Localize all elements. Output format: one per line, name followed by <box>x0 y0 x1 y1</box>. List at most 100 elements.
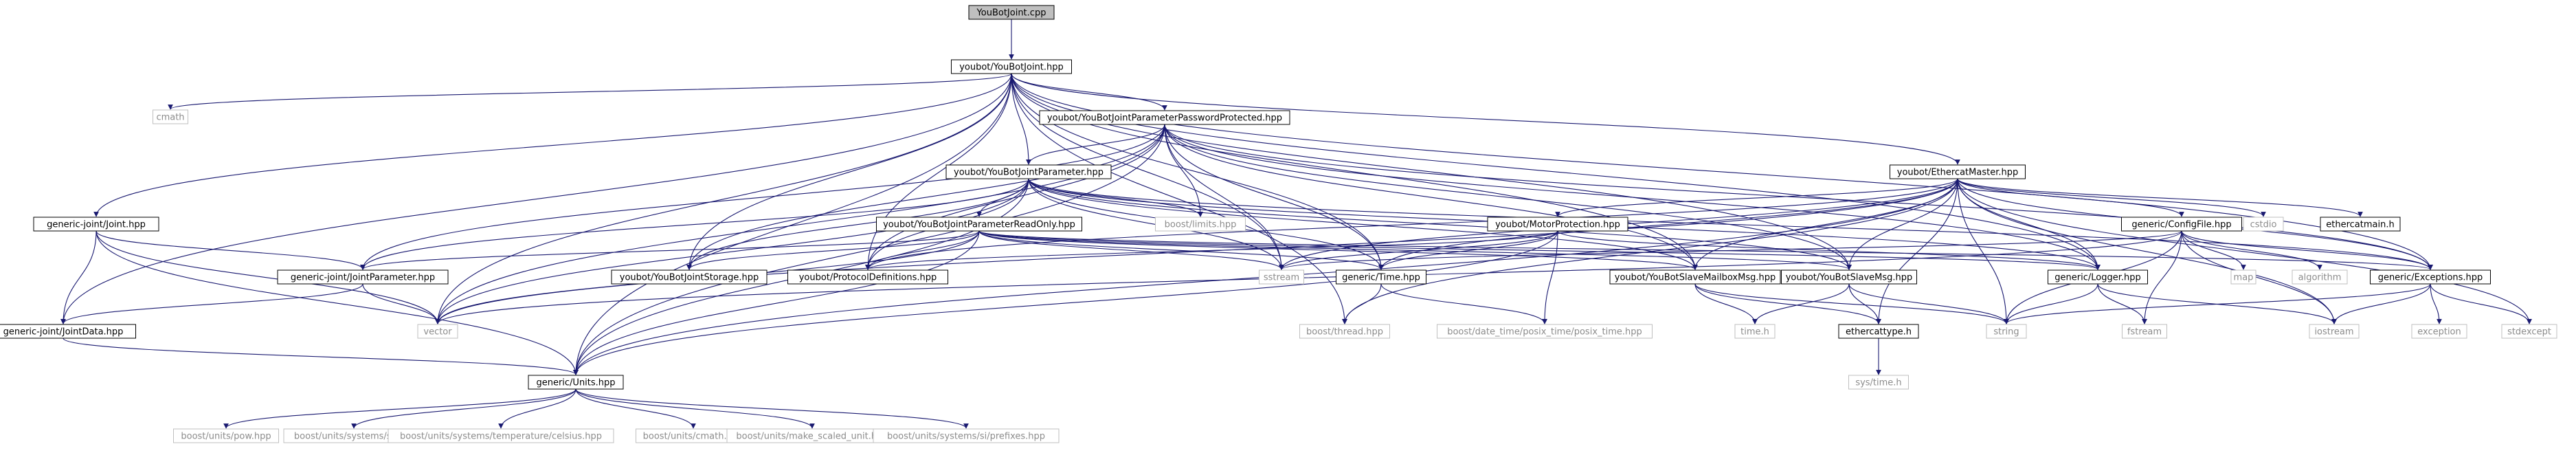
edge-units-to-units_msu <box>575 388 815 429</box>
edge-pwprotected-to-vector <box>435 124 1165 324</box>
node-string: string <box>1986 324 2027 339</box>
edge-ethercatmaster-to-ethercattype <box>1876 178 1958 324</box>
edge-ethercatmaster-to-ethercatmain <box>1957 178 2363 217</box>
node-box <box>1734 324 1776 339</box>
node-posix_time: boost/date_time/posix_time/posix_time.hp… <box>1437 324 1653 339</box>
node-box <box>2122 324 2167 339</box>
node-logger[interactable]: generic/Logger.hpp <box>2048 269 2148 285</box>
edge-readonly-to-slavemsg <box>978 230 1852 270</box>
node-configfile[interactable]: generic/ConfigFile.hpp <box>2121 217 2242 232</box>
node-generic_jointparameter[interactable]: generic-joint/JointParameter.hpp <box>277 269 449 285</box>
edge-motorprotection-to-units <box>573 230 1558 375</box>
edge-generic_time-to-boost_thread <box>1342 283 1382 324</box>
edge-configfile-to-algorithm <box>2181 230 2322 270</box>
edge-exceptions-to-string <box>2004 283 2431 324</box>
node-label: boost/units/pow.hpp <box>181 432 271 442</box>
node-box <box>153 109 188 124</box>
node-label: exception <box>2417 327 2461 338</box>
node-generic_time[interactable]: generic/Time.hpp <box>1336 269 1426 285</box>
node-readonly[interactable]: youbot/YouBotJointParameterReadOnly.hpp <box>876 217 1082 232</box>
edge-youbotjoint_hpp-to-jointstorage <box>686 73 1012 270</box>
node-motorprotection[interactable]: youbot/MotorProtection.hpp <box>1487 217 1628 232</box>
edge-generic_jointparameter-to-jointdata <box>60 283 363 324</box>
edge-generic_jointparameter-to-vector <box>362 283 440 324</box>
node-ethercatmain[interactable]: ethercatmain.h <box>2320 217 2401 232</box>
node-algorithm: algorithm <box>2292 269 2348 285</box>
edge-motorprotection-to-sstream <box>1279 230 1558 270</box>
node-slavemsg[interactable]: youbot/YouBotSlaveMsg.hpp <box>1781 269 1917 285</box>
edge-units-to-units_pow <box>223 388 576 429</box>
node-box <box>173 428 279 443</box>
node-label: generic/Logger.hpp <box>2054 273 2140 283</box>
node-exceptions[interactable]: generic/Exceptions.hpp <box>2370 269 2491 285</box>
node-jointstorage[interactable]: youbot/YouBotJointStorage.hpp <box>611 269 768 285</box>
edge-configfile-to-exceptions <box>2181 230 2433 270</box>
node-jointparameter[interactable]: youbot/YouBotJointParameter.hpp <box>945 164 1112 179</box>
edge-mailboxmsg-to-time_h <box>1694 283 1758 324</box>
node-box <box>1848 375 1909 390</box>
node-box <box>277 269 449 285</box>
edge-jointparameter-to-exceptions <box>1028 178 2433 270</box>
node-label: boost/units/cmath.hpp <box>643 432 744 442</box>
edge-generic_joint-to-units <box>96 230 579 375</box>
edge-slavemsg-to-time_h <box>1752 283 1850 324</box>
node-box <box>528 375 624 390</box>
node-units_msu: boost/units/make_scaled_unit.hpp <box>726 428 898 443</box>
node-box <box>2370 269 2491 285</box>
edge-motorprotection-to-logger <box>1557 230 2101 270</box>
edge-configfile-to-fstream <box>2142 230 2182 324</box>
node-box <box>1299 324 1390 339</box>
node-protocoldefs[interactable]: youbot/ProtocolDefinitions.hpp <box>787 269 948 285</box>
node-label: generic-joint/JointData.hpp <box>3 327 124 338</box>
node-sstream: sstream <box>1259 269 1304 285</box>
edge-youbotjoint_hpp-to-vector <box>435 73 1012 324</box>
edge-units-to-units_prefixes <box>575 388 969 429</box>
node-label: ethercattype.h <box>1846 327 1912 338</box>
node-units[interactable]: generic/Units.hpp <box>528 375 624 390</box>
node-box <box>2292 269 2348 285</box>
node-units_prefixes: boost/units/systems/si/prefixes.hpp <box>873 428 1060 443</box>
node-label: generic/Time.hpp <box>1342 273 1420 283</box>
node-box <box>1781 269 1917 285</box>
node-cstdio: cstdio <box>2243 217 2284 232</box>
edge-slavemsg-to-string <box>1848 283 2009 324</box>
edge-readonly-to-jointstorage <box>686 230 980 270</box>
node-youbotjoint_hpp[interactable]: youbot/YouBotJoint.hpp <box>951 59 1072 74</box>
node-pwprotected[interactable]: youbot/YouBotJointParameterPasswordProte… <box>1039 110 1290 125</box>
node-generic_joint[interactable]: generic-joint/Joint.hpp <box>33 217 159 232</box>
node-box <box>1838 324 1919 339</box>
edge-motorprotection-to-generic_time <box>1378 230 1558 270</box>
node-box <box>1437 324 1653 339</box>
node-exception: exception <box>2411 324 2467 339</box>
node-fstream: fstream <box>2122 324 2167 339</box>
edge-generic_joint-to-jointdata <box>60 230 97 324</box>
edge-ethercatmaster-to-cstdio <box>1957 178 2266 217</box>
node-label: boost/units/systems/si/prefixes.hpp <box>887 432 1045 442</box>
edge-ethercatmaster-to-configfile <box>1957 178 2184 217</box>
node-ethercatmaster[interactable]: youbot/EthercatMaster.hpp <box>1890 164 2026 179</box>
edge-configfile-to-iostream <box>2181 230 2337 324</box>
node-mailboxmsg[interactable]: youbot/YouBotSlaveMailboxMsg.hpp <box>1609 269 1781 285</box>
node-label: ethercatmain.h <box>2326 220 2394 230</box>
node-label: cmath <box>156 113 184 123</box>
edge-youbotjoint_hpp-to-sstream <box>1011 73 1284 270</box>
edge-generic_joint-to-generic_jointparameter <box>96 230 366 270</box>
node-jointdata[interactable]: generic-joint/JointData.hpp <box>0 324 136 339</box>
edge-youbotjoint_hpp-to-units <box>573 73 1012 375</box>
node-box <box>2243 217 2284 232</box>
node-label: youbot/YouBotSlaveMsg.hpp <box>1786 273 1913 283</box>
node-label: generic-joint/JointParameter.hpp <box>291 273 435 283</box>
edge-ethercatmaster-to-iostream <box>1957 178 2337 324</box>
node-ethercattype[interactable]: ethercattype.h <box>1838 324 1919 339</box>
edge-motorprotection-to-posix_time <box>1542 230 1558 324</box>
edge-readonly-to-generic_time <box>978 230 1384 270</box>
node-youbotjoint_cpp[interactable]: YouBotJoint.cpp <box>968 5 1055 20</box>
node-label: vector <box>423 327 452 338</box>
node-label: generic/ConfigFile.hpp <box>2131 220 2231 230</box>
node-boost_limits: boost/limits.hpp <box>1155 217 1246 232</box>
node-box <box>2320 217 2401 232</box>
edge-youbotjoint_hpp-to-generic_time <box>1011 73 1384 270</box>
edge-exceptions-to-stdexcept <box>2430 283 2532 324</box>
node-label: boost/limits.hpp <box>1165 220 1237 230</box>
